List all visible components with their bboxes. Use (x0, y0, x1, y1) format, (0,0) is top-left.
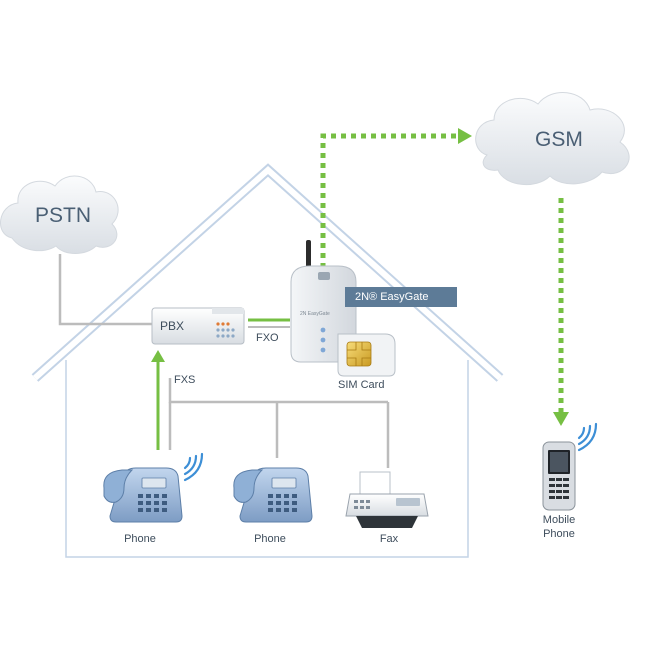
pbx-unit (151, 307, 245, 345)
fxo-label: FXO (256, 332, 279, 344)
wifi-icon (577, 422, 598, 452)
pstn-label: PSTN (35, 204, 92, 227)
sim-card-icon (337, 333, 396, 377)
wired-links (58, 254, 390, 468)
easygate-tag: 2N® EasyGate (345, 287, 457, 307)
gsm-label: GSM (535, 128, 583, 151)
fxo-link (248, 318, 290, 328)
wifi-icon (183, 452, 204, 482)
fax-caption: Fax (379, 533, 399, 545)
pstn-cloud (0, 175, 119, 254)
fxs-link (151, 350, 165, 450)
desk-phone-icon (233, 467, 313, 523)
pbx-label: PBX (160, 319, 185, 333)
device-brand-text: 2N EasyGate (300, 311, 330, 317)
mobile-caption-line1: Mobile (542, 514, 576, 526)
phone-1-caption: Phone (124, 533, 156, 545)
phone-2-caption: Phone (254, 533, 286, 545)
desk-phone-icon (103, 467, 183, 523)
mobile-caption-line2: Phone (543, 528, 575, 540)
sim-card-label: SIM Card (338, 379, 385, 391)
house-outline (31, 163, 504, 558)
fax-machine-icon (345, 471, 429, 528)
mobile-phone-icon (542, 441, 576, 511)
gsm-downlink (553, 198, 569, 426)
gsm-cloud (475, 92, 630, 186)
fxs-label: FXS (174, 374, 196, 386)
gsm-uplink (320, 128, 472, 268)
